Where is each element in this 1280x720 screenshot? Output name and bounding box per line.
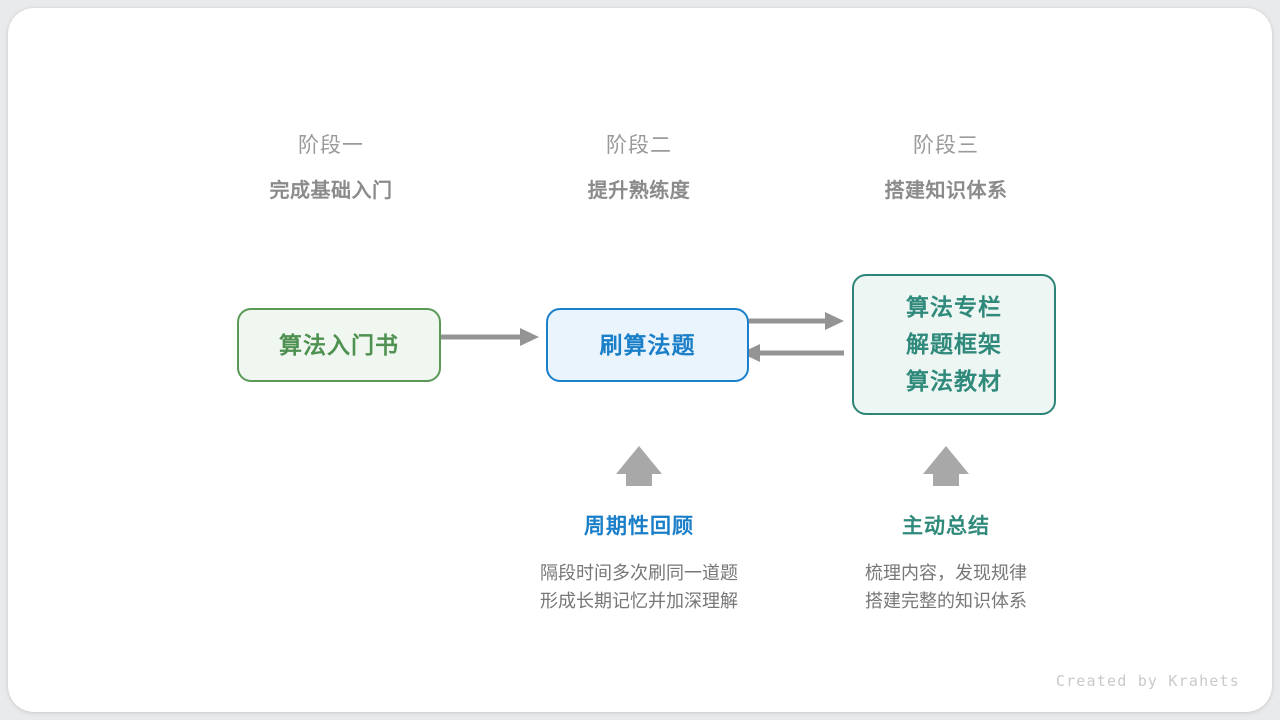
flow-box-label: 算法入门书 — [279, 331, 399, 358]
note-desc: 梳理内容，发现规律 搭建完整的知识体系 — [796, 559, 1096, 615]
flow-box-label: 算法专栏 — [906, 294, 1002, 320]
stage-header-1: 阶段一 完成基础入门 — [201, 132, 461, 205]
arrow-summary-up — [923, 446, 969, 486]
flow-box-intro-book[interactable]: 算法入门书 — [237, 308, 441, 382]
note-desc: 隔段时间多次刷同一道题 形成长期记忆并加深理解 — [489, 559, 789, 615]
note-title: 主动总结 — [902, 515, 990, 538]
watermark-credit: Created by Krahets — [1055, 672, 1240, 690]
stage-header-3: 阶段三 搭建知识体系 — [816, 132, 1076, 205]
stage-header-2: 阶段二 提升熟练度 — [509, 132, 769, 205]
arrow-book-to-practice — [433, 328, 539, 346]
stage-goal: 搭建知识体系 — [884, 180, 1008, 202]
note-desc-line: 梳理内容，发现规律 — [865, 563, 1027, 583]
arrow-review-up — [616, 446, 662, 486]
flow-box-practice[interactable]: 刷算法题 — [546, 308, 749, 382]
flow-box-label: 算法教材 — [906, 368, 1002, 394]
note-desc-line: 形成长期记忆并加深理解 — [540, 591, 738, 611]
stage-goal: 提升熟练度 — [587, 180, 691, 202]
diagram-card: 阶段一 完成基础入门 阶段二 提升熟练度 阶段三 搭建知识体系 — [8, 8, 1272, 712]
stage-name: 阶段二 — [606, 134, 672, 157]
note-title: 周期性回顾 — [584, 515, 694, 538]
note-desc-line: 隔段时间多次刷同一道题 — [540, 563, 738, 583]
arrow-knowledge-to-practice — [741, 344, 844, 362]
flow-box-label: 刷算法题 — [599, 331, 696, 358]
note-summary: 主动总结 梳理内容，发现规律 搭建完整的知识体系 — [796, 513, 1096, 615]
flow-box-knowledge[interactable]: 算法专栏 解题框架 算法教材 — [852, 274, 1056, 415]
flow-box-label: 解题框架 — [906, 331, 1002, 357]
stage-name: 阶段三 — [913, 134, 979, 157]
stage-name: 阶段一 — [298, 134, 364, 157]
note-desc-line: 搭建完整的知识体系 — [865, 591, 1027, 611]
note-review: 周期性回顾 隔段时间多次刷同一道题 形成长期记忆并加深理解 — [489, 513, 789, 615]
arrow-practice-to-knowledge — [741, 312, 844, 330]
stage-goal: 完成基础入门 — [269, 180, 393, 202]
